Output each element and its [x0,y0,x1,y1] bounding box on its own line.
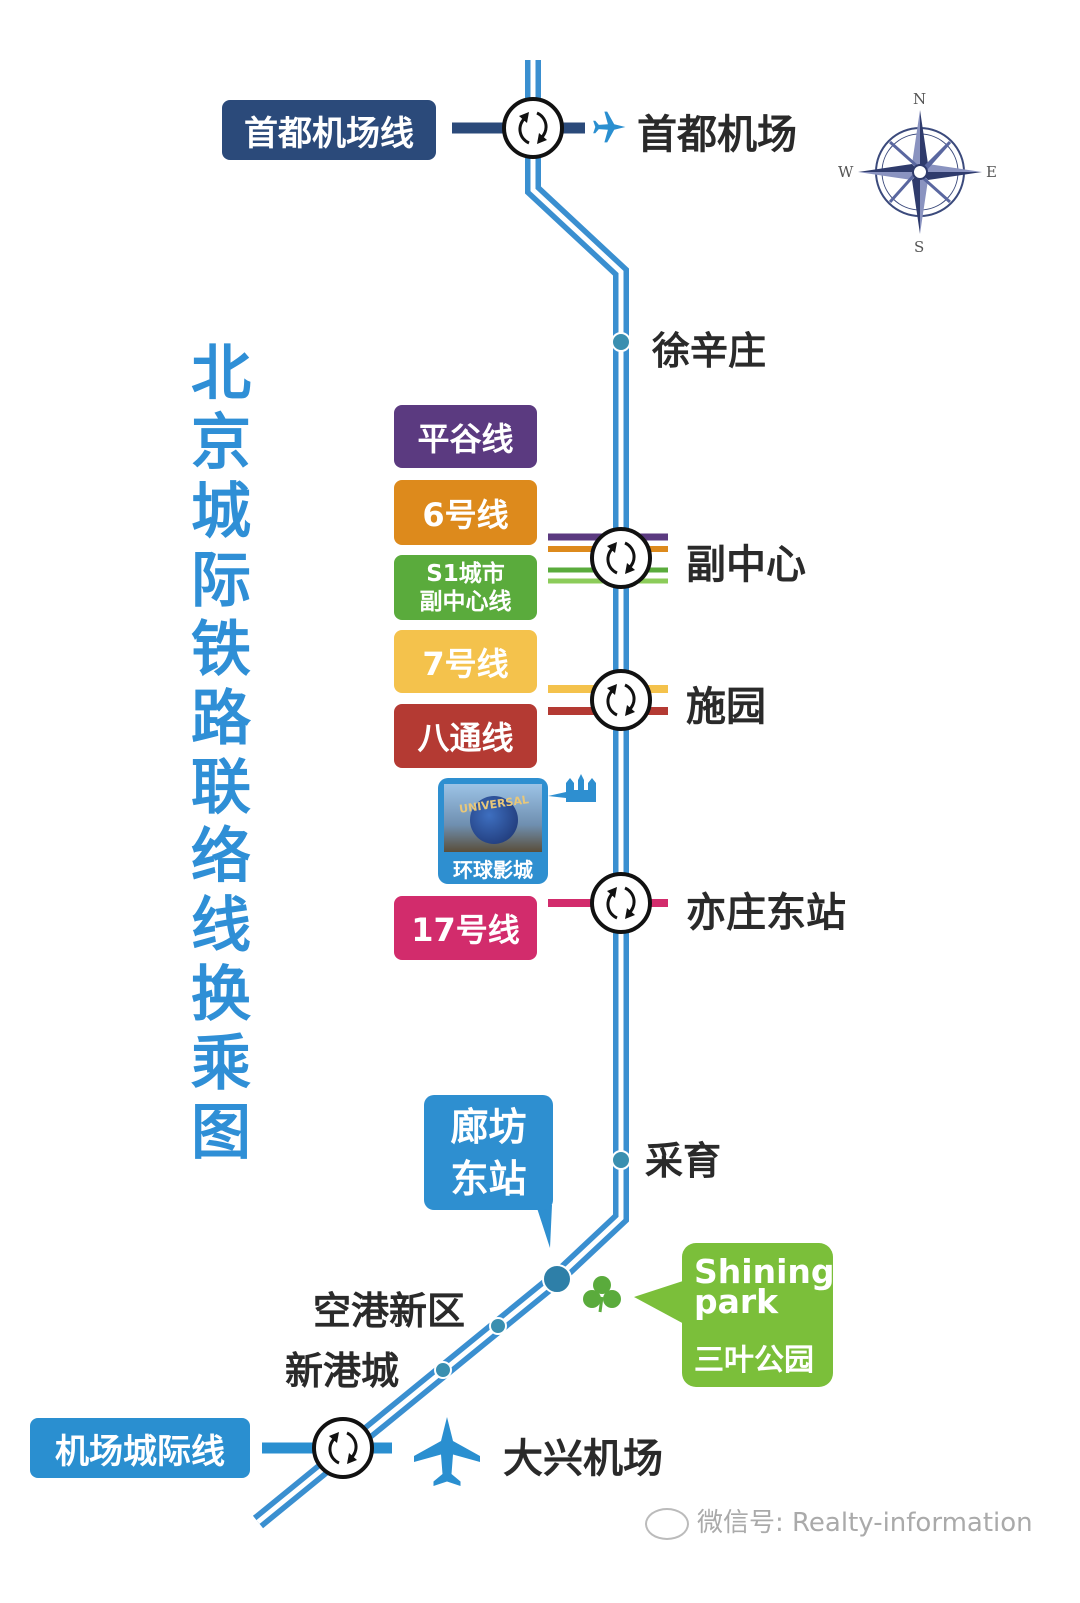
compass-east: E [986,163,997,181]
station-dot-xuxinzhuang[interactable] [611,332,631,352]
title-char: 线 [191,891,251,961]
airport-intercity-line-badge[interactable]: 机场城际线 [30,1418,250,1478]
line6-badge[interactable]: 6号线 [394,480,537,545]
title-char: 京 [191,408,251,478]
universal-studios-card[interactable]: UNIVERSAL 环球影城 [438,778,548,884]
universal-globe-image: UNIVERSAL [444,784,542,852]
compass-north: N [913,90,927,108]
station-konggang[interactable]: 空港新区 [313,1289,466,1333]
title-char: 联 [191,753,251,823]
title-char: 际 [191,546,251,616]
station-dot-konggang[interactable] [489,1317,507,1335]
shining-park-cn: 三叶公园 [694,1343,814,1378]
shining-park-en-1: Shining [694,1252,835,1291]
station-shiyuan[interactable]: 施园 [686,684,766,730]
station-xingangcheng[interactable]: 新港城 [285,1349,400,1393]
watermark-text: 微信号: Realty-information [697,1508,1033,1538]
title-char: 城 [191,477,251,547]
station-dot-langfang-east[interactable] [542,1264,572,1294]
title-char: 乘 [191,1029,251,1099]
title-char: 路 [191,684,251,754]
shining-park-card[interactable]: Shining park 三叶公园 [682,1243,835,1387]
interchange-icon-yizhuang-east[interactable] [590,872,652,934]
station-dot-caiyu[interactable] [611,1150,631,1170]
airplane-icon [414,1417,480,1486]
title-char: 换 [191,960,251,1030]
globe-icon [470,796,518,844]
shining-park-en-2: park [694,1282,779,1321]
station-capital-airport[interactable]: 首都机场 [637,112,797,158]
compass-rose-icon [858,110,982,234]
castle-icon [548,774,596,802]
langfang-bubble-tail [536,1205,552,1248]
title-char: 图 [191,1098,251,1168]
pinggu-line-badge[interactable]: 平谷线 [394,405,537,468]
s1-line-label-2: 副中心线 [419,588,512,615]
universal-label: 环球影城 [453,858,533,882]
station-fuzhongxin[interactable]: 副中心 [686,542,806,588]
station-daxing-airport[interactable]: 大兴机场 [503,1436,663,1482]
watermark: 微信号: Realty-information [645,1502,1033,1540]
title-char: 铁 [191,615,251,685]
airplane-icon [593,111,626,143]
title-char: 北 [191,339,251,409]
shining-park-bubble-tail [634,1280,686,1325]
capital-airport-line-badge[interactable]: 首都机场线 [222,100,436,160]
line7-badge[interactable]: 7号线 [394,630,537,693]
interchange-icon-daxing-airport[interactable] [312,1417,374,1479]
langfang-east-label-1: 廊坊 [450,1104,527,1149]
station-caiyu[interactable]: 采育 [645,1139,722,1183]
interchange-icon-shiyuan[interactable] [590,669,652,731]
batong-line-badge[interactable]: 八通线 [394,704,537,768]
map-title: 北京城际铁路联络线换乘图 [186,340,256,1168]
s1-line-badge[interactable]: S1城市 副中心线 [394,555,537,620]
main-line [252,60,629,1529]
compass-south: S [914,238,925,256]
station-dot-xingangcheng[interactable] [434,1361,452,1379]
interchange-icon-capital-airport[interactable] [502,97,564,159]
line17-badge[interactable]: 17号线 [394,896,537,960]
interchange-icon-fuzhongxin[interactable] [590,527,652,589]
station-yizhuang-east[interactable]: 亦庄东站 [686,890,846,936]
clover-icon [583,1276,621,1313]
wechat-icon [645,1507,689,1540]
langfang-east-label-2: 东站 [450,1156,527,1201]
s1-line-label-1: S1城市 [426,560,505,587]
station-xuxinzhuang[interactable]: 徐辛庄 [652,329,767,373]
title-char: 络 [191,822,251,892]
station-langfang-east-bubble[interactable]: 廊坊 东站 [424,1095,553,1210]
compass-west: W [838,163,854,181]
